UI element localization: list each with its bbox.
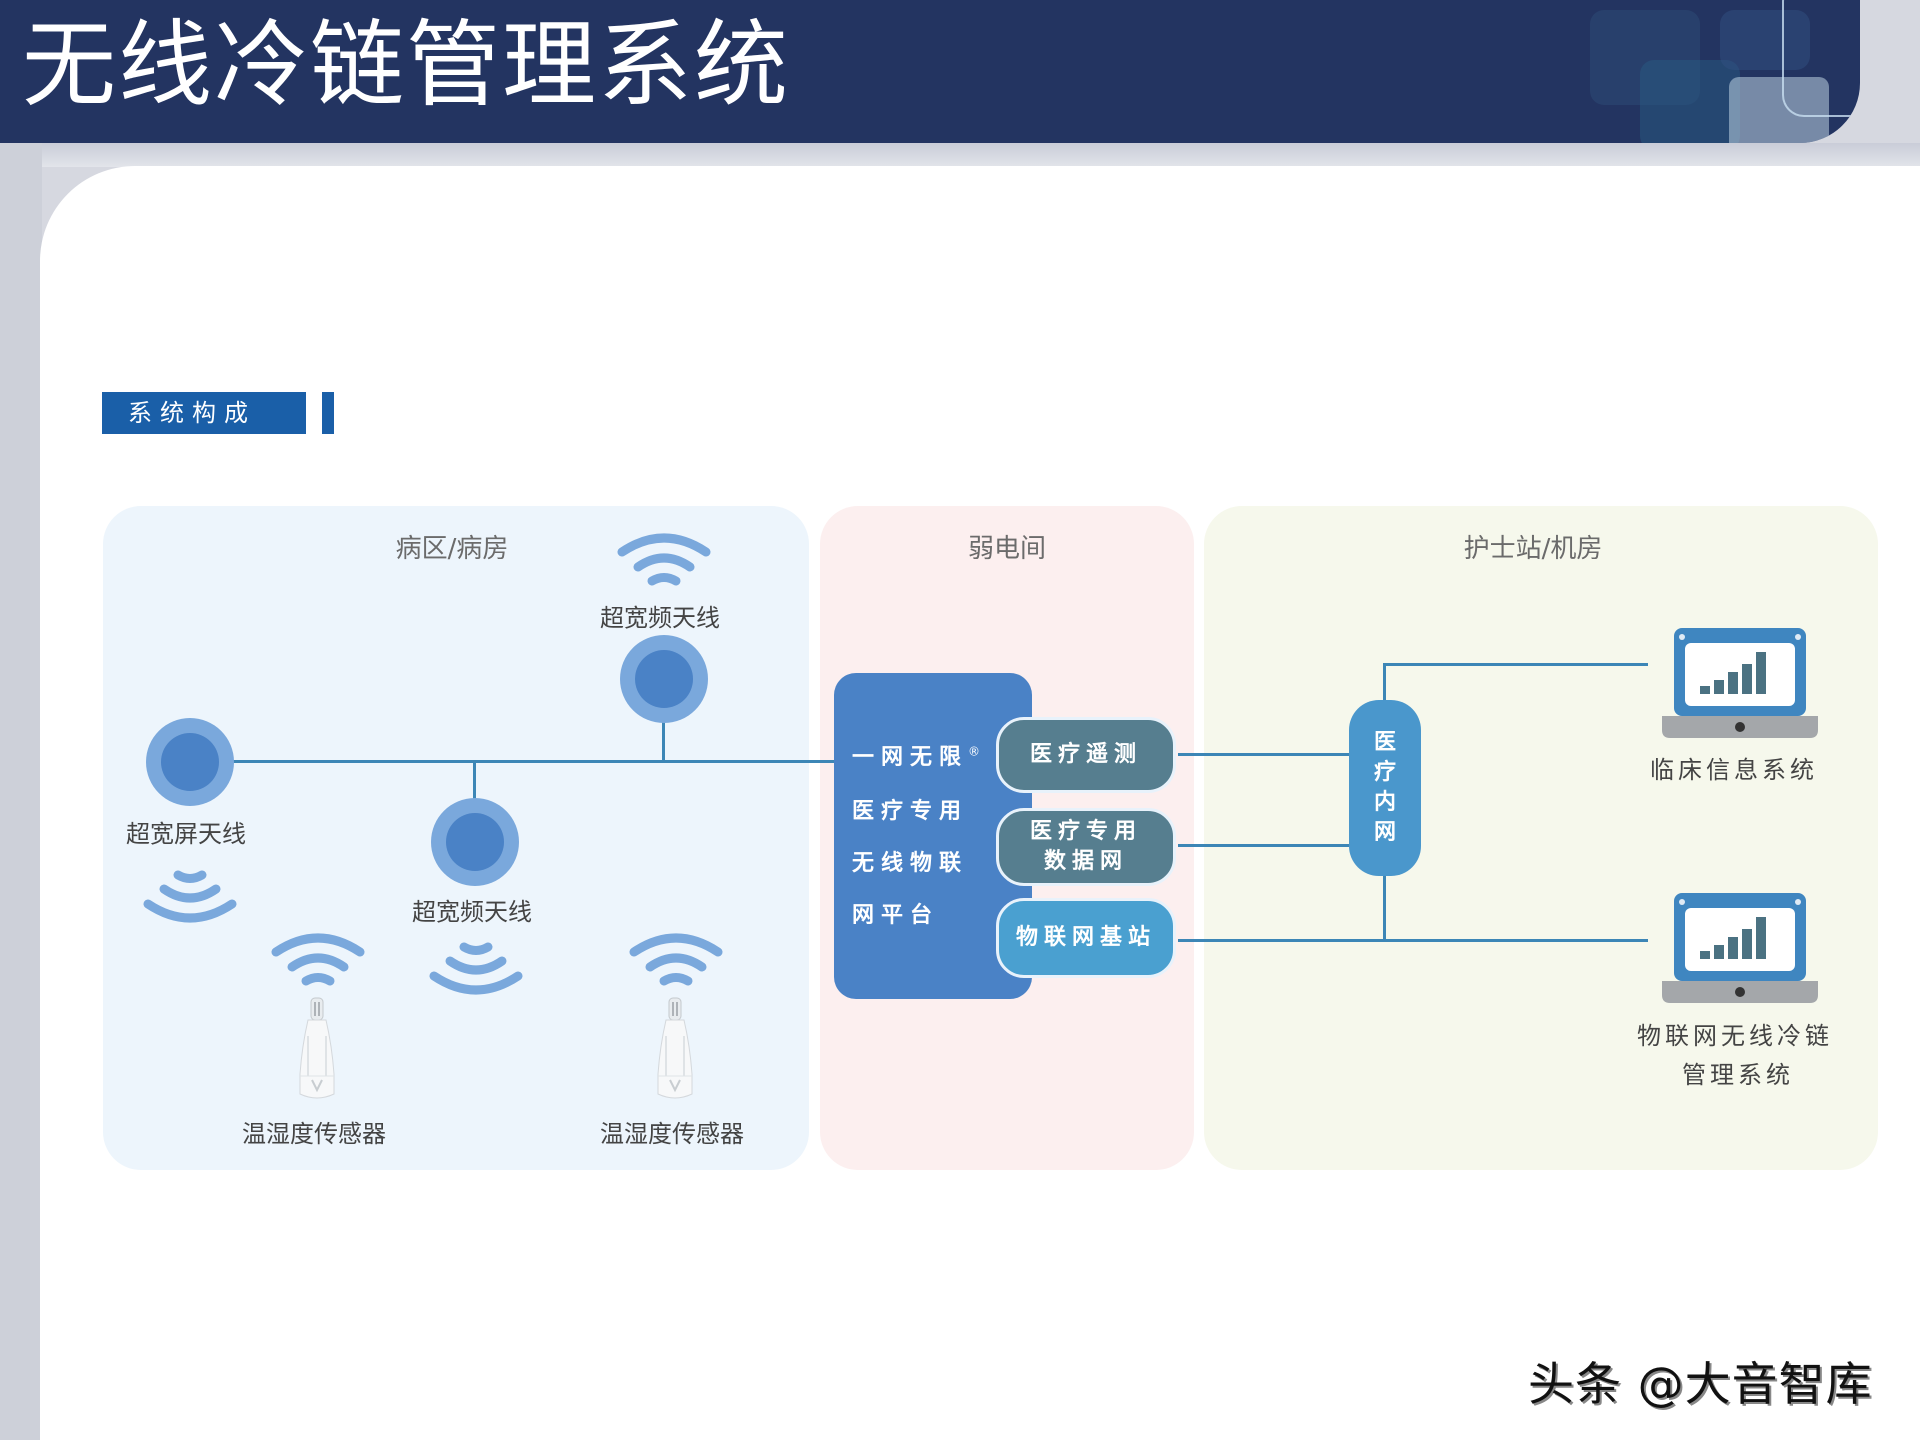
system-label: 管理系统 xyxy=(1682,1061,1794,1089)
link-wire xyxy=(1178,939,1648,942)
bus-wire xyxy=(232,760,836,763)
wifi-signal-down-icon xyxy=(429,942,523,995)
link-wire xyxy=(1383,663,1648,666)
section-tag-accent xyxy=(322,392,334,434)
intranet-char: 网 xyxy=(1373,820,1396,845)
zone-title: 弱电间 xyxy=(967,534,1046,564)
system-label: 临床信息系统 xyxy=(1650,756,1818,784)
module-label: 医疗专用 xyxy=(1029,819,1142,844)
sensor-label: 温湿度传感器 xyxy=(242,1120,386,1148)
intranet-char: 医 xyxy=(1373,730,1396,755)
zone-title: 护士站/机房 xyxy=(1463,534,1603,564)
decorative-square xyxy=(1640,60,1740,143)
laptop-chart-icon xyxy=(1662,628,1818,738)
intranet-char: 内 xyxy=(1373,790,1396,815)
node-label: 超宽屏天线 xyxy=(126,820,246,848)
module-iot-base-station: 物联网基站 xyxy=(996,898,1176,978)
link-wire xyxy=(1383,876,1386,940)
node-label: 超宽频天线 xyxy=(412,898,532,926)
temperature-humidity-sensor-icon xyxy=(299,997,335,1099)
platform-line: 网平台 xyxy=(852,903,940,928)
platform-line: 医疗专用 xyxy=(852,799,969,824)
header-band xyxy=(0,143,1920,167)
ultra-wide-screen-antenna xyxy=(146,718,234,806)
decorative-outline xyxy=(1782,0,1860,117)
module-label: 医疗遥测 xyxy=(1029,742,1142,767)
module-medical-data-network: 医疗专用 数据网 xyxy=(996,808,1176,886)
link-wire xyxy=(1178,844,1349,847)
section-tag: 系统构成 xyxy=(102,392,306,434)
system-label: 物联网无线冷链 xyxy=(1637,1022,1833,1050)
watermark: 头条 @大音智库 xyxy=(1528,1357,1873,1411)
ultra-wideband-antenna xyxy=(620,635,708,723)
header-banner: 无线冷链管理系统 xyxy=(0,0,1860,143)
node-label: 超宽频天线 xyxy=(600,604,720,632)
intranet-char: 疗 xyxy=(1373,760,1396,785)
decorative-square xyxy=(1729,77,1829,143)
module-label: 物联网基站 xyxy=(1015,925,1156,950)
wifi-signal-down-icon xyxy=(143,870,237,923)
temperature-humidity-sensor-icon xyxy=(657,997,693,1099)
module-label: 数据网 xyxy=(1043,849,1128,874)
platform-line: 一网无限® xyxy=(852,739,980,771)
decorative-square xyxy=(1720,10,1810,70)
left-rail xyxy=(0,143,42,1440)
medical-intranet: 医 疗 内 网 xyxy=(1349,700,1421,876)
wifi-signal-icon xyxy=(617,533,711,586)
laptop-chart-icon xyxy=(1662,893,1818,1003)
link-wire xyxy=(1383,663,1386,701)
platform-line: 无线物联 xyxy=(852,851,969,876)
wifi-signal-icon xyxy=(629,933,723,986)
zone-title: 病区/病房 xyxy=(395,534,509,564)
ultra-wideband-antenna xyxy=(431,798,519,886)
page-title: 无线冷链管理系统 xyxy=(22,11,791,120)
sensor-label: 温湿度传感器 xyxy=(600,1120,744,1148)
branch-wire xyxy=(473,761,476,801)
branch-wire xyxy=(662,722,665,762)
wifi-signal-icon xyxy=(271,933,365,986)
registered-mark: ® xyxy=(968,744,981,759)
platform-line-text: 一网无限 xyxy=(852,745,969,770)
module-medical-telemetry: 医疗遥测 xyxy=(996,717,1176,793)
zone-nurse-station: 护士站/机房 xyxy=(1204,506,1878,1170)
link-wire xyxy=(1178,753,1349,756)
